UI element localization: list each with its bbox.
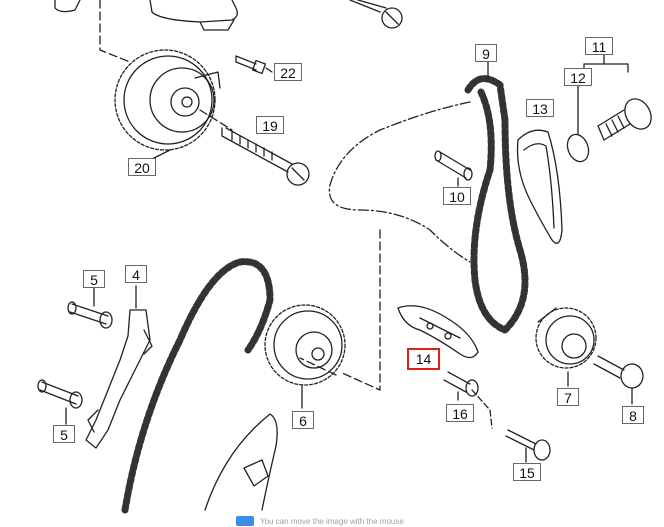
sprocket-6 [264, 304, 346, 386]
pin-10 [434, 150, 473, 187]
guide-rail-4 [85, 285, 153, 449]
move-image-hint: You can move the image with the mouse [236, 515, 404, 527]
callout-10[interactable]: 10 [443, 187, 471, 205]
dowel-5-top [67, 287, 113, 329]
callout-11[interactable]: 11 [585, 37, 613, 55]
callout-13[interactable]: 13 [526, 99, 554, 117]
callout-9[interactable]: 9 [475, 44, 497, 62]
pin-16 [443, 371, 479, 401]
callout-15[interactable]: 15 [513, 463, 541, 481]
callout-14[interactable]: 14 [407, 348, 440, 370]
callout-20[interactable]: 20 [128, 158, 156, 176]
callout-19[interactable]: 19 [256, 116, 284, 134]
move-hint-icon [236, 516, 254, 526]
move-hint-text: You can move the image with the mouse [260, 516, 404, 526]
callout-5-bottom[interactable]: 5 [53, 425, 75, 443]
callout-8[interactable]: 8 [622, 406, 644, 424]
callout-16[interactable]: 16 [446, 404, 474, 422]
bolt-22 [235, 55, 273, 75]
callout-12[interactable]: 12 [564, 68, 592, 86]
timing-chain-9 [464, 75, 529, 334]
timing-chain-lower [121, 258, 274, 514]
lower-rail [204, 413, 278, 511]
bolt-8 [593, 355, 644, 405]
dowel-5-bottom [37, 379, 83, 425]
sprocket-7 [535, 307, 597, 369]
callout-22[interactable]: 22 [274, 63, 302, 81]
callout-5-top[interactable]: 5 [83, 270, 105, 288]
bolt-top [349, 0, 403, 29]
bolt-19 [221, 127, 310, 186]
camshaft-top [54, 0, 238, 31]
washer-12 [566, 84, 590, 163]
callout-4[interactable]: 4 [125, 265, 147, 283]
bolt-15 [505, 429, 551, 463]
guide-rail-13 [516, 129, 563, 244]
callout-6[interactable]: 6 [292, 411, 314, 429]
bolt-11 [597, 98, 652, 141]
callout-7[interactable]: 7 [557, 388, 579, 406]
camshaft-adjuster-20 [114, 49, 221, 151]
tensioner-14 [397, 305, 479, 359]
